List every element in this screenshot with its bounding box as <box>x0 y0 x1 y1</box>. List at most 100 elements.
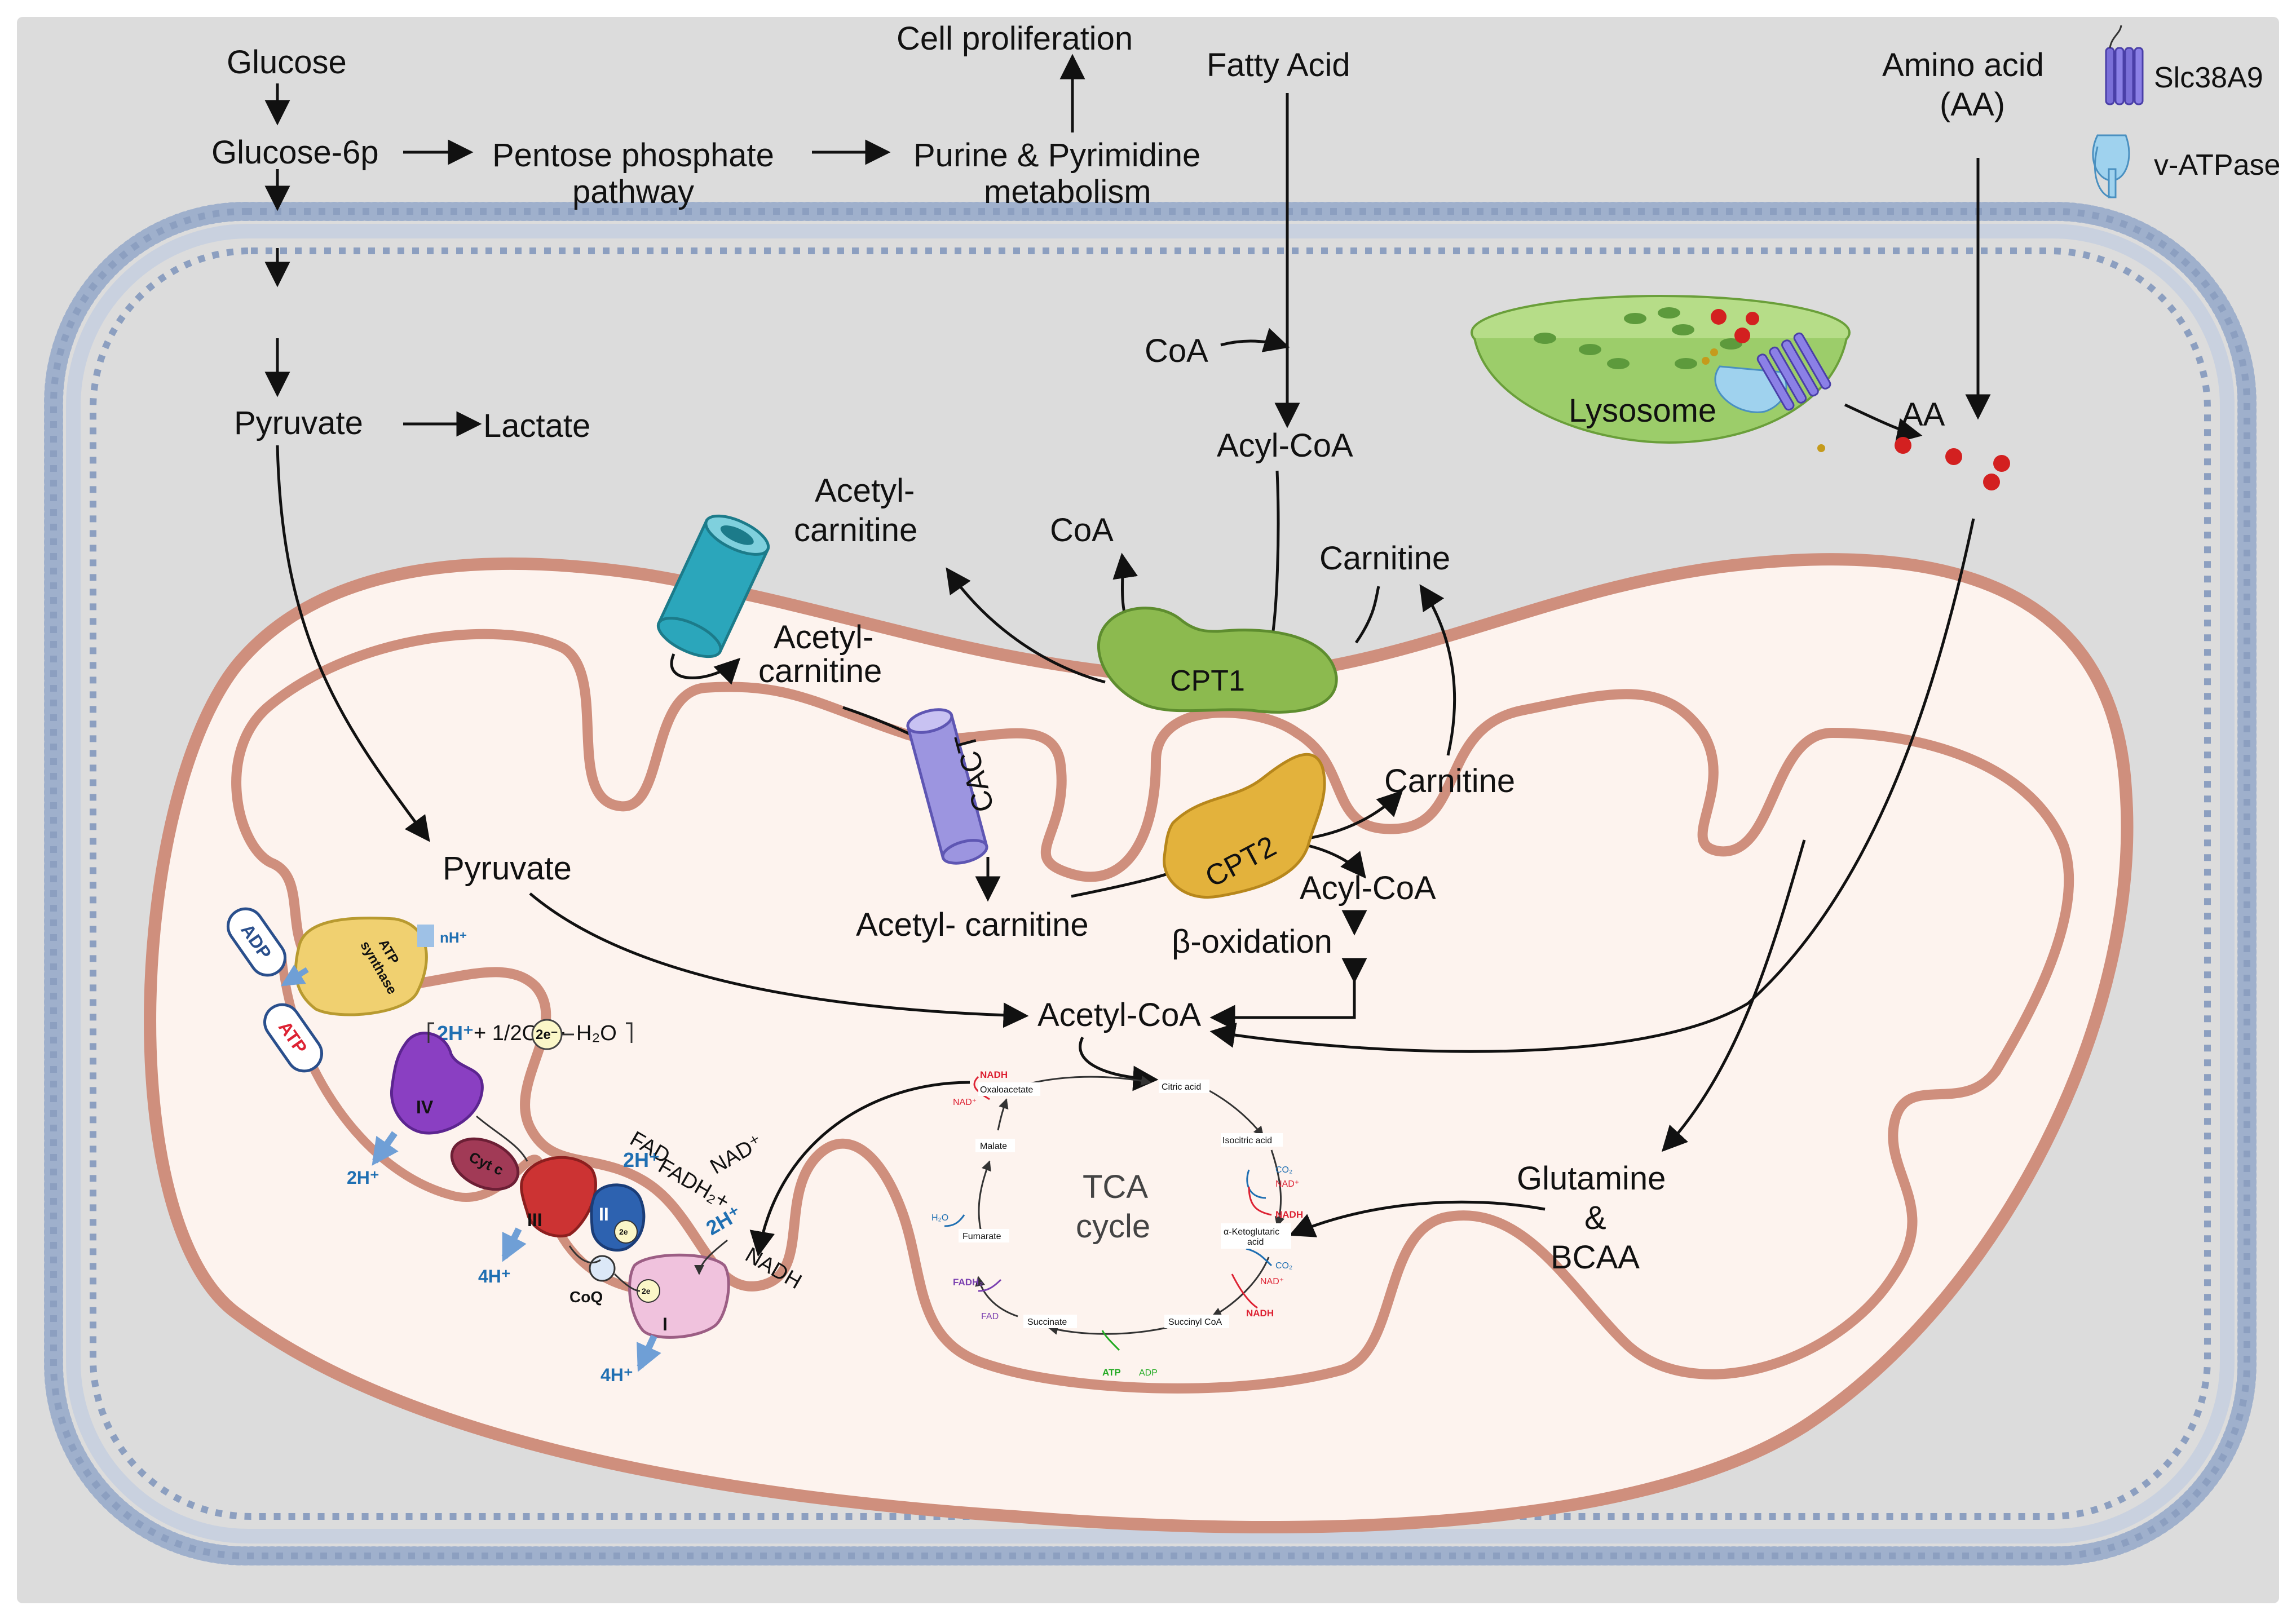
etc-e-small-1: 2e <box>619 1227 628 1236</box>
label-lactate: Lactate <box>483 408 590 444</box>
label-lysosome: Lysosome <box>1569 392 1716 429</box>
label-coa-release: CoA <box>1050 512 1114 549</box>
legend-v-atpase: v-ATPase <box>2154 149 2280 182</box>
label-acyl-coa-cytosol: Acyl-CoA <box>1217 427 1353 464</box>
label-glutamine-1: Glutamine <box>1517 1160 1666 1197</box>
tca-isocitric-acid: Isocitric acid <box>1222 1136 1272 1146</box>
cell-membrane <box>44 202 2257 1565</box>
tca-nadh-2: NADH <box>1275 1209 1303 1220</box>
label-glutamine-3: BCAA <box>1551 1239 1640 1276</box>
tca-aketo-2: acid <box>1247 1237 1264 1247</box>
tca-oxaloacetate: Oxaloacetate <box>980 1085 1033 1095</box>
label-pyruvate-matrix: Pyruvate <box>443 850 572 887</box>
tca-cycle: Oxaloacetate Citric acid Isocitric acid … <box>931 1069 1303 1378</box>
label-cell-proliferation: Cell proliferation <box>897 20 1133 57</box>
etc-fadh2-2h: 2H⁺ <box>623 1148 660 1171</box>
transporter-outer <box>656 514 770 658</box>
tca-nad-1: NAD⁺ <box>953 1098 977 1107</box>
label-amino-acid-2: (AA) <box>1940 86 2005 123</box>
coq-node <box>589 1255 616 1282</box>
complex-iii-label: III <box>527 1210 542 1230</box>
label-acyl-coa-matrix: Acyl-CoA <box>1300 870 1436 906</box>
complex-ii-label: II <box>599 1204 609 1224</box>
tca-citric-acid: Citric acid <box>1162 1082 1201 1092</box>
v-atpase-icon <box>2092 134 2130 198</box>
legend-slc38a9: Slc38A9 <box>2154 61 2263 94</box>
electron-transport-chain: ATP synthase ADP ATP nH⁺ 2H⁺ + 1/2O₂ + 2… <box>226 907 806 1385</box>
label-pentose-1: Pentose phosphate <box>492 137 774 174</box>
complex-iv: IV 2H⁺ <box>347 1032 484 1188</box>
label-pentose-2: pathway <box>572 174 694 210</box>
label-acetylcarnitine-matrix: Acetyl- carnitine <box>856 906 1089 943</box>
etc-out-2h: 2H⁺ <box>347 1168 379 1188</box>
etc-coq: CoQ <box>569 1288 603 1306</box>
etc-h2o: H₂O <box>576 1021 617 1045</box>
tca-h2o: H₂O <box>931 1213 948 1223</box>
tca-co2-2: CO₂ <box>1275 1261 1292 1271</box>
etc-out-4h-2: 4H⁺ <box>601 1365 633 1385</box>
tca-nadh-1: NADH <box>980 1069 1008 1080</box>
tca-atp: ATP <box>1102 1367 1121 1378</box>
tca-fadh2: FADH₂ <box>953 1277 983 1288</box>
label-carnitine-in: Carnitine <box>1384 763 1515 799</box>
tca-fumarate: Fumarate <box>962 1232 1001 1241</box>
tca-malate: Malate <box>980 1142 1007 1151</box>
label-purine-1: Purine & Pyrimidine <box>913 137 1200 174</box>
label-acetylcarnitine-ims-1: Acetyl- <box>774 619 873 656</box>
cpt1-protein: CPT1 <box>1097 607 1338 714</box>
label-acetylcarnitine-out-1: Acetyl- <box>815 472 915 509</box>
cytosol-labels: Glucose Glucose-6p Pentose phosphate pat… <box>211 20 2044 464</box>
tca-adp: ADP <box>1139 1368 1158 1378</box>
tca-co2-1: CO₂ <box>1275 1165 1292 1175</box>
cyt-c: Cyt c <box>450 1137 520 1191</box>
tca-fad: FAD <box>981 1312 999 1321</box>
tca-aketo-1: α-Ketoglutaric <box>1224 1227 1279 1237</box>
complex-i-label: I <box>663 1314 668 1334</box>
tca-nadh-3: NADH <box>1246 1308 1274 1319</box>
complex-iii: III 4H⁺ <box>478 1156 597 1286</box>
etc-nh: nH⁺ <box>440 929 467 946</box>
label-fatty-acid: Fatty Acid <box>1207 47 1350 83</box>
complex-ii: II 2e <box>590 1183 646 1252</box>
label-aa: AA <box>1901 396 1945 433</box>
lysosome-slc38a9 <box>1756 332 1831 411</box>
legend: Slc38A9 v-ATPase <box>2092 25 2280 198</box>
etc-electron: 2e⁻ <box>536 1027 558 1042</box>
label-amino-acid-1: Amino acid <box>1882 47 2044 83</box>
amino-acid-dots <box>1711 309 2010 490</box>
tca-nad-3: NAD⁺ <box>1260 1277 1284 1286</box>
label-acetylcarnitine-out-2: carnitine <box>794 512 917 549</box>
label-glucose-6p: Glucose-6p <box>211 134 379 171</box>
adp-pill: ADP <box>226 907 287 977</box>
tca-nad-2: NAD⁺ <box>1275 1179 1299 1189</box>
label-pyruvate-cytosol: Pyruvate <box>234 405 363 441</box>
label-cpt1: CPT1 <box>1170 665 1245 697</box>
cpt2-protein: CPT2 <box>1163 753 1326 899</box>
label-acetyl-coa: Acetyl-CoA <box>1037 997 1201 1033</box>
mitochondria-labels: Acetyl- carnitine CoA Carnitine Acetyl- … <box>443 472 1666 1276</box>
cact-transporter: CACT <box>906 708 1001 865</box>
label-acetylcarnitine-ims-2: carnitine <box>758 653 882 689</box>
tca-succinyl-coa: Succinyl CoA <box>1168 1317 1222 1327</box>
label-purine-2: metabolism <box>984 174 1151 210</box>
lysosome: Lysosome <box>1471 295 2010 490</box>
label-carnitine-out: Carnitine <box>1319 540 1450 577</box>
arrows <box>264 54 1991 1257</box>
label-glucose: Glucose <box>227 44 347 81</box>
tca-title-2: cycle <box>1076 1208 1150 1245</box>
label-coa-cytosol: CoA <box>1145 333 1208 369</box>
slc38a9-icon <box>2105 25 2144 105</box>
atp-synthase: ATP synthase <box>281 916 434 1016</box>
tca-succinate: Succinate <box>1027 1317 1067 1327</box>
label-glutamine-2: & <box>1584 1200 1606 1236</box>
label-beta-oxidation: β-oxidation <box>1172 923 1332 960</box>
complex-iv-label: IV <box>416 1097 434 1117</box>
etc-e-small-2: 2e <box>642 1286 651 1295</box>
mitochondrion-inner-membrane <box>231 629 2074 1394</box>
tca-title-1: TCA <box>1083 1169 1148 1205</box>
tca-labels: Oxaloacetate Citric acid Isocitric acid … <box>931 1069 1303 1378</box>
complex-i: 2e I 4H⁺ <box>601 1253 730 1385</box>
etc-out-4h-1: 4H⁺ <box>478 1266 511 1286</box>
